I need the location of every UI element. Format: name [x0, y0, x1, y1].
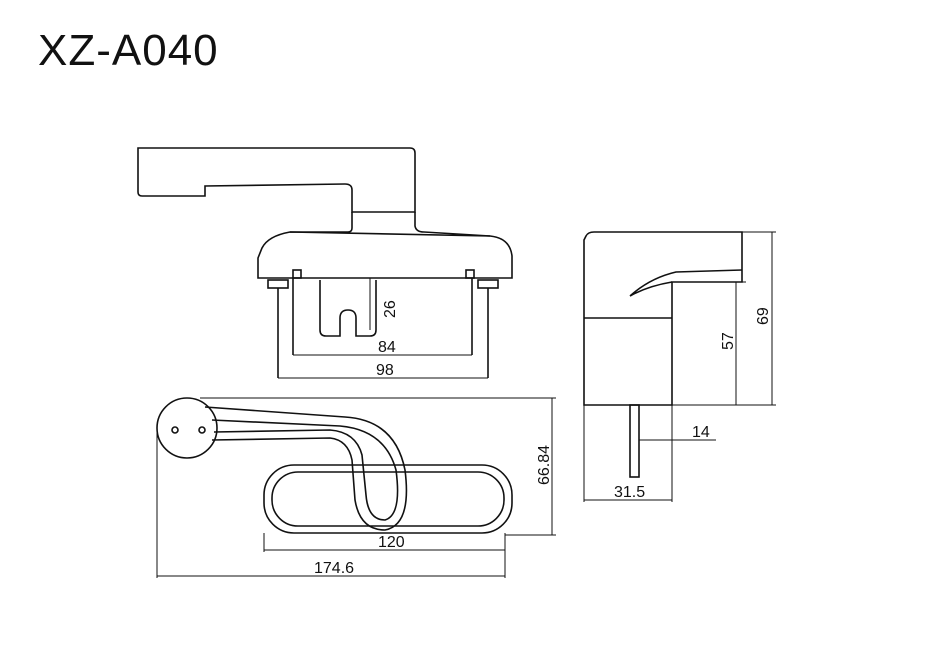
- front-pin-left-base: [267, 279, 289, 289]
- top-hub-hole-right: [198, 426, 206, 434]
- front-base: [257, 231, 513, 279]
- side-stem: [629, 404, 640, 478]
- dim-98: 98: [376, 362, 394, 379]
- dim-120: 120: [378, 534, 405, 551]
- top-lever-outer: [204, 406, 408, 531]
- front-neck: [290, 212, 491, 237]
- front-pin-right: [465, 269, 475, 279]
- front-view: [137, 147, 513, 379]
- top-hub-hole-left: [171, 426, 179, 434]
- drawing-title: XZ-A040: [38, 26, 219, 75]
- front-slot: [319, 280, 377, 337]
- side-lever: [629, 269, 743, 297]
- dim-14: 14: [692, 424, 710, 441]
- top-view: [156, 397, 556, 578]
- dim-69: 69: [755, 307, 772, 325]
- top-oval-outer: [263, 464, 513, 534]
- front-pin-left: [292, 269, 302, 279]
- top-lever-inner: [211, 419, 399, 521]
- dim-31-5: 31.5: [614, 484, 645, 501]
- side-view: [583, 231, 776, 502]
- dim-57: 57: [720, 332, 737, 350]
- top-oval-inner: [271, 471, 505, 527]
- front-pin-right-base: [477, 279, 499, 289]
- dim-26: 26: [382, 300, 399, 318]
- dim-84: 84: [378, 339, 396, 356]
- dim-174-6: 174.6: [314, 560, 354, 577]
- dim-66-84: 66.84: [536, 445, 553, 485]
- side-body: [583, 231, 743, 406]
- front-lever: [137, 147, 416, 213]
